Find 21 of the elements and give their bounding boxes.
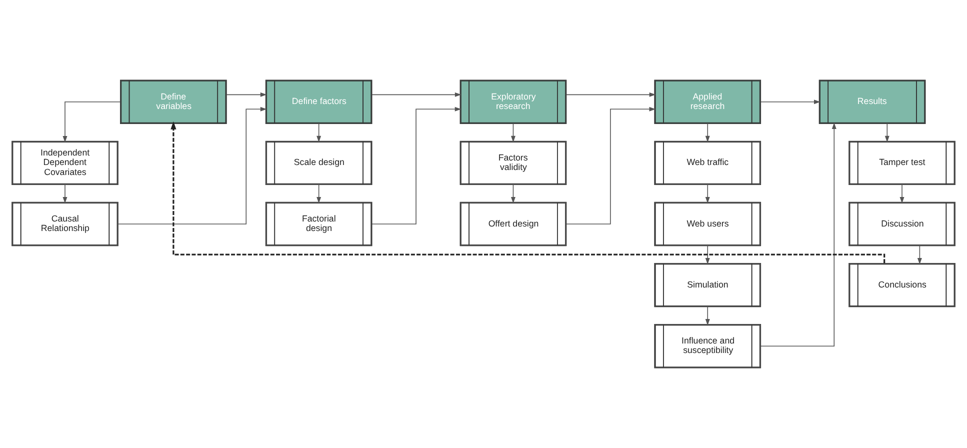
arrow <box>510 123 516 142</box>
arrow <box>705 306 710 326</box>
arrow <box>705 245 710 264</box>
arrow <box>226 92 267 97</box>
arrow <box>316 184 322 204</box>
arrow <box>705 123 710 142</box>
arrow <box>760 122 836 346</box>
arrow <box>510 184 516 204</box>
arrow <box>372 92 462 97</box>
arrow <box>884 123 890 142</box>
arrow <box>760 100 820 104</box>
arrow <box>900 184 904 204</box>
arrow <box>316 123 322 142</box>
arrow <box>566 106 656 224</box>
arrow <box>566 92 656 97</box>
arrow <box>917 245 922 264</box>
arrow <box>118 106 267 224</box>
arrow <box>62 102 121 142</box>
arrow <box>705 184 710 204</box>
arrow <box>372 106 462 224</box>
arrow <box>62 184 68 204</box>
